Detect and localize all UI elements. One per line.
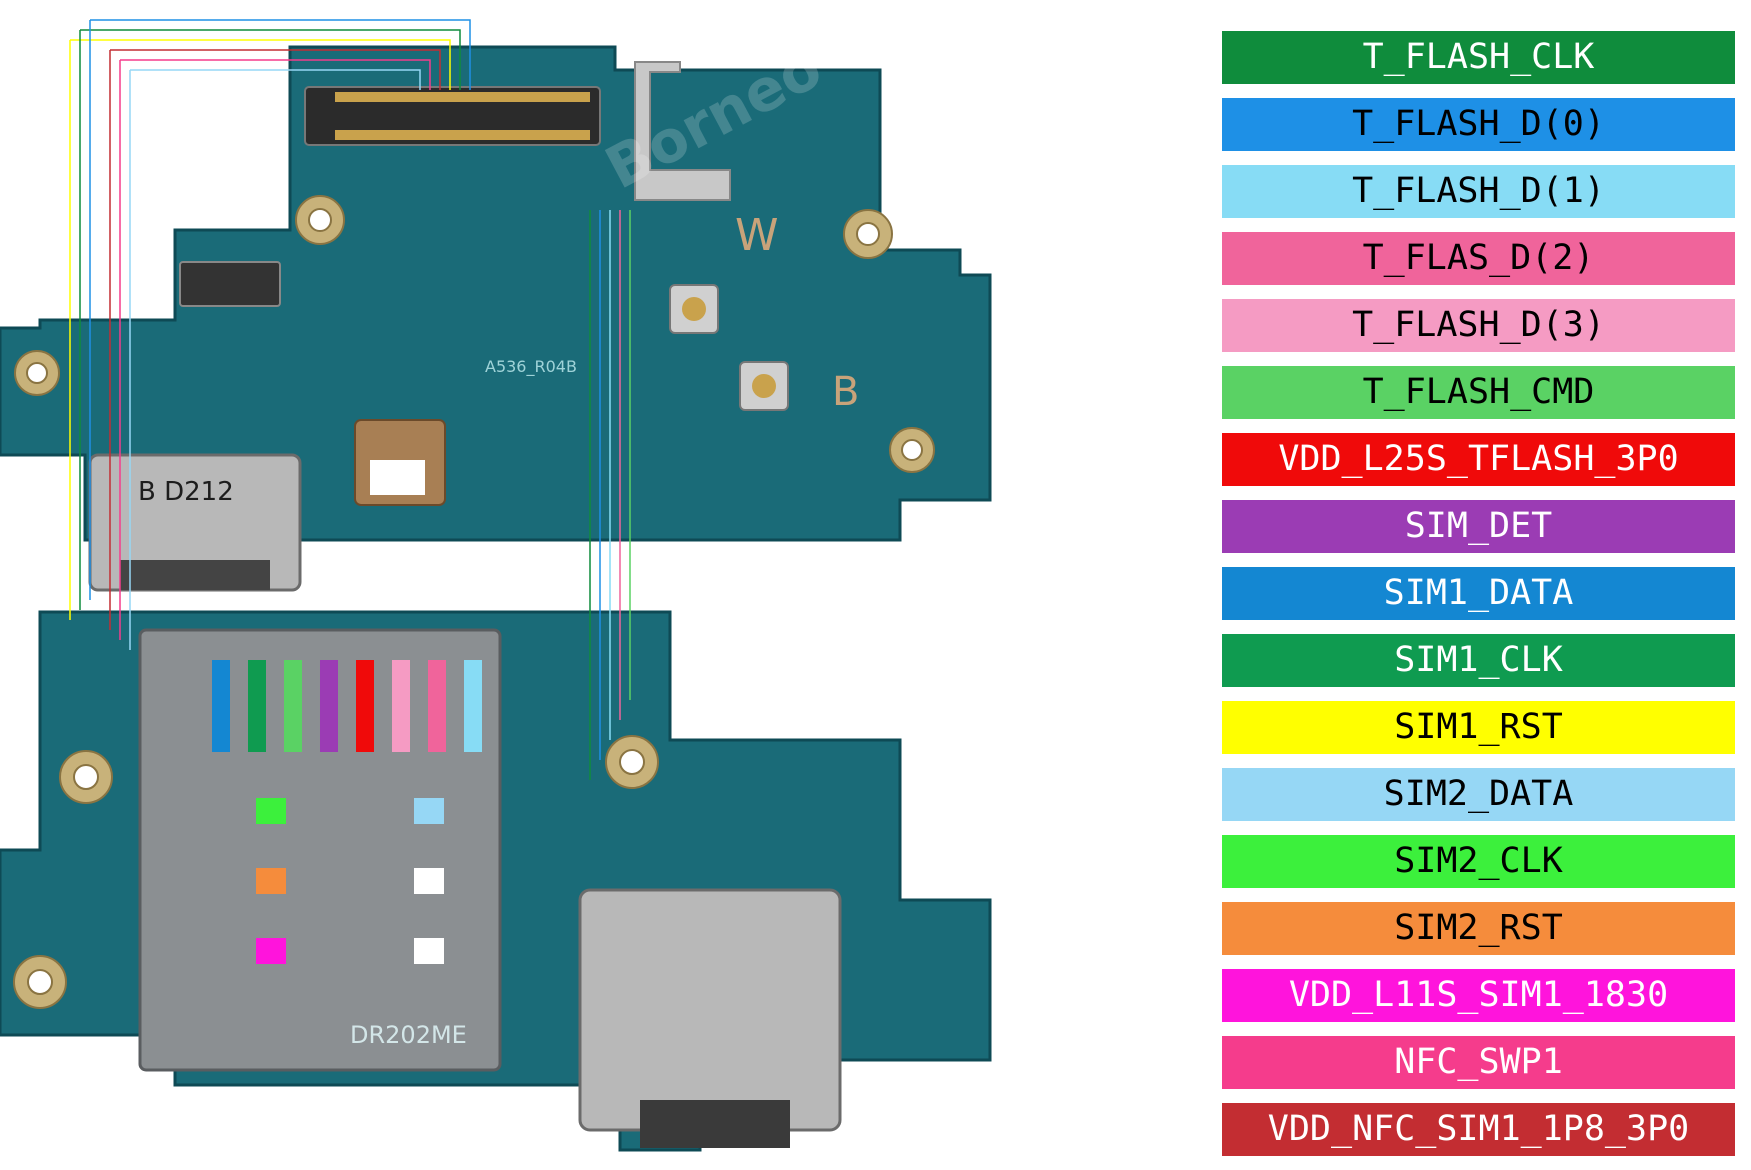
legend-label: T_FLASH_D(3) [1352,305,1605,345]
legend-label: SIM1_DATA [1383,573,1574,613]
legend-label: VDD_NFC_SIM1_1P8_3P0 [1267,1109,1690,1149]
legend-item: SIM2_CLK [1222,835,1735,888]
legend-item: SIM1_CLK [1222,634,1735,687]
legend-label: SIM1_RST [1394,707,1563,747]
legend-item: SIM1_RST [1222,701,1735,754]
legend-item: VDD_L25S_TFLASH_3P0 [1222,433,1735,486]
legend-item: SIM_DET [1222,500,1735,553]
letter-w: W [735,210,779,261]
top-board-code: A536_R04B [485,357,577,377]
legend-label: T_FLAS_D(2) [1362,238,1595,278]
legend-item: T_FLASH_D(3) [1222,299,1735,352]
legend-item: SIM1_DATA [1222,567,1735,620]
legend-label: T_FLASH_D(0) [1352,104,1605,144]
board-markings: A536_R04B B D212 W B DR202ME [138,210,859,1049]
legend-item: NFC_SWP1 [1222,1036,1735,1089]
mounting-holes [13,195,935,1009]
legend-item: SIM2_RST [1222,902,1735,955]
legend-item: T_FLASH_D(0) [1222,98,1735,151]
legend-item: T_FLAS_D(2) [1222,232,1735,285]
sim-contact-stripes [212,660,482,752]
connector-pins [335,92,590,140]
legend-label: T_FLASH_CLK [1362,37,1595,77]
signal-traces [69,19,631,780]
legend-label: SIM2_RST [1394,908,1563,948]
connector-label: B D212 [138,477,234,507]
legend-label: VDD_L11S_SIM1_1830 [1288,975,1669,1015]
legend-label: T_FLASH_CMD [1362,372,1595,412]
legend-label: SIM2_CLK [1394,841,1563,881]
letter-b: B [832,369,859,415]
signal-legend: T_FLASH_CLK T_FLASH_D(0) T_FLASH_D(1) T_FLA… [1222,31,1735,1170]
sim-pad-markers [256,798,444,964]
metal-bracket [634,61,731,201]
bottom-board-code: DR202ME [350,1021,467,1049]
legend-label: SIM1_CLK [1394,640,1563,680]
fpc-connector-small [179,261,281,307]
legend-item: T_FLASH_CLK [1222,31,1735,84]
legend-label: SIM2_DATA [1383,774,1574,814]
legend-label: NFC_SWP1 [1394,1042,1563,1082]
legend-item: VDD_L11S_SIM1_1830 [1222,969,1735,1022]
usb-c-connector [578,888,842,1132]
legend-label: SIM_DET [1404,506,1553,546]
legend-item: SIM2_DATA [1222,768,1735,821]
legend-item: VDD_NFC_SIM1_1P8_3P0 [1222,1103,1735,1156]
legend-label: VDD_L25S_TFLASH_3P0 [1278,439,1679,479]
legend-label: T_FLASH_D(1) [1352,171,1605,211]
board-diagram: A536_R04B B D212 W B DR202ME Borneo Sche… [0,19,992,1152]
legend-item: T_FLASH_D(1) [1222,165,1735,218]
legend-item: T_FLASH_CMD [1222,366,1735,419]
